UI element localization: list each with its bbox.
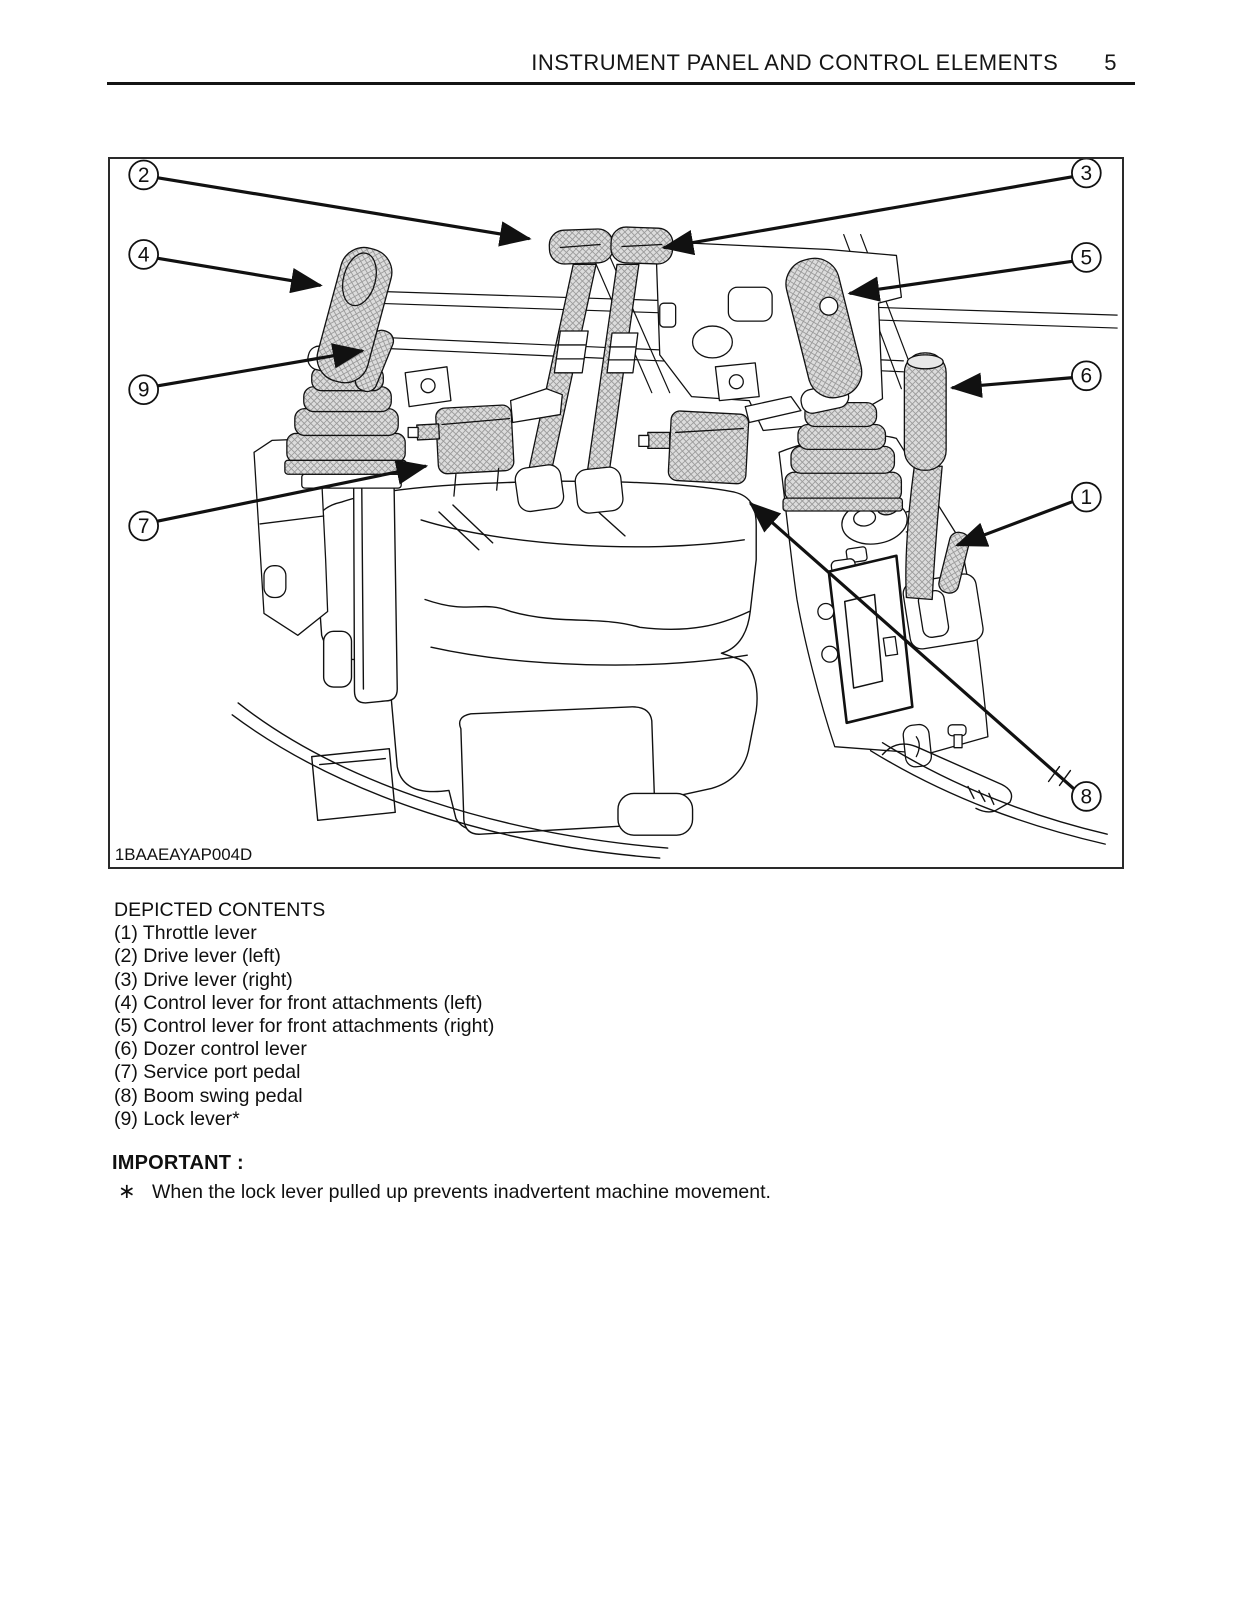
legend-item: (6) Dozer control lever bbox=[114, 1038, 307, 1061]
legend-item: (7) Service port pedal bbox=[114, 1061, 301, 1084]
svg-text:7: 7 bbox=[138, 515, 150, 538]
header-title: INSTRUMENT PANEL AND CONTROL ELEMENTS bbox=[531, 50, 1059, 75]
svg-text:3: 3 bbox=[1081, 162, 1093, 185]
legend-heading: DEPICTED CONTENTS bbox=[114, 899, 326, 921]
callout-2: 2 bbox=[128, 159, 159, 191]
callout-8: 8 bbox=[1071, 781, 1102, 812]
boom-swing-pedal bbox=[638, 362, 802, 485]
page-header: INSTRUMENT PANEL AND CONTROL ELEMENTS 5 bbox=[108, 50, 1117, 76]
svg-text:1: 1 bbox=[1081, 486, 1093, 509]
legend-item: (4) Control lever for front attachments … bbox=[114, 991, 483, 1014]
drive-levers bbox=[514, 226, 674, 514]
callout-6: 6 bbox=[1071, 360, 1102, 392]
legend-item: (3) Drive lever (right) bbox=[114, 968, 293, 991]
svg-text:9: 9 bbox=[138, 379, 150, 402]
callout-1: 1 bbox=[1071, 481, 1102, 513]
page-number: 5 bbox=[1104, 50, 1117, 75]
svg-text:8: 8 bbox=[1081, 785, 1093, 808]
controls-diagram: 2 4 9 7 3 bbox=[115, 159, 1118, 864]
legend-item: (8) Boom swing pedal bbox=[114, 1084, 303, 1107]
left-control-lever bbox=[284, 246, 407, 489]
figure-frame: 2 4 9 7 3 bbox=[108, 157, 1124, 869]
header-rule bbox=[107, 82, 1135, 85]
leader-arrows bbox=[156, 175, 1076, 791]
svg-text:5: 5 bbox=[1081, 246, 1093, 269]
callouts: 2 4 9 7 3 bbox=[128, 159, 1102, 812]
important-heading: IMPORTANT : bbox=[112, 1152, 244, 1174]
legend-item: (1) Throttle lever bbox=[114, 922, 257, 945]
important-text: When the lock lever pulled up prevents i… bbox=[152, 1181, 771, 1203]
depicted-contents: DEPICTED CONTENTS (1) Throttle lever (2)… bbox=[114, 899, 494, 1131]
figure-code: 1BAAEAYAP004D bbox=[115, 845, 252, 864]
svg-text:4: 4 bbox=[138, 243, 150, 266]
floor-lines bbox=[231, 702, 1108, 859]
callout-5: 5 bbox=[1071, 242, 1102, 273]
callout-3: 3 bbox=[1071, 159, 1102, 189]
seat bbox=[311, 431, 758, 836]
legend-item: (2) Drive lever (left) bbox=[114, 945, 281, 968]
important-note: IMPORTANT : ∗ When the lock lever pulled… bbox=[112, 1152, 771, 1204]
svg-text:6: 6 bbox=[1081, 365, 1093, 388]
callout-4: 4 bbox=[128, 239, 159, 270]
dozer-control-lever bbox=[903, 352, 947, 601]
legend-item: (5) Control lever for front attachments … bbox=[114, 1015, 495, 1038]
right-control-lever bbox=[782, 257, 904, 512]
asterisk-marker: ∗ bbox=[118, 1180, 136, 1203]
svg-text:2: 2 bbox=[138, 164, 150, 187]
callout-9: 9 bbox=[128, 374, 159, 406]
dozer-and-throttle bbox=[902, 352, 984, 650]
monitor-panel bbox=[817, 554, 914, 725]
callout-7: 7 bbox=[128, 510, 159, 542]
service-port-pedal bbox=[407, 388, 563, 497]
legend-item: (9) Lock lever* bbox=[114, 1107, 240, 1130]
